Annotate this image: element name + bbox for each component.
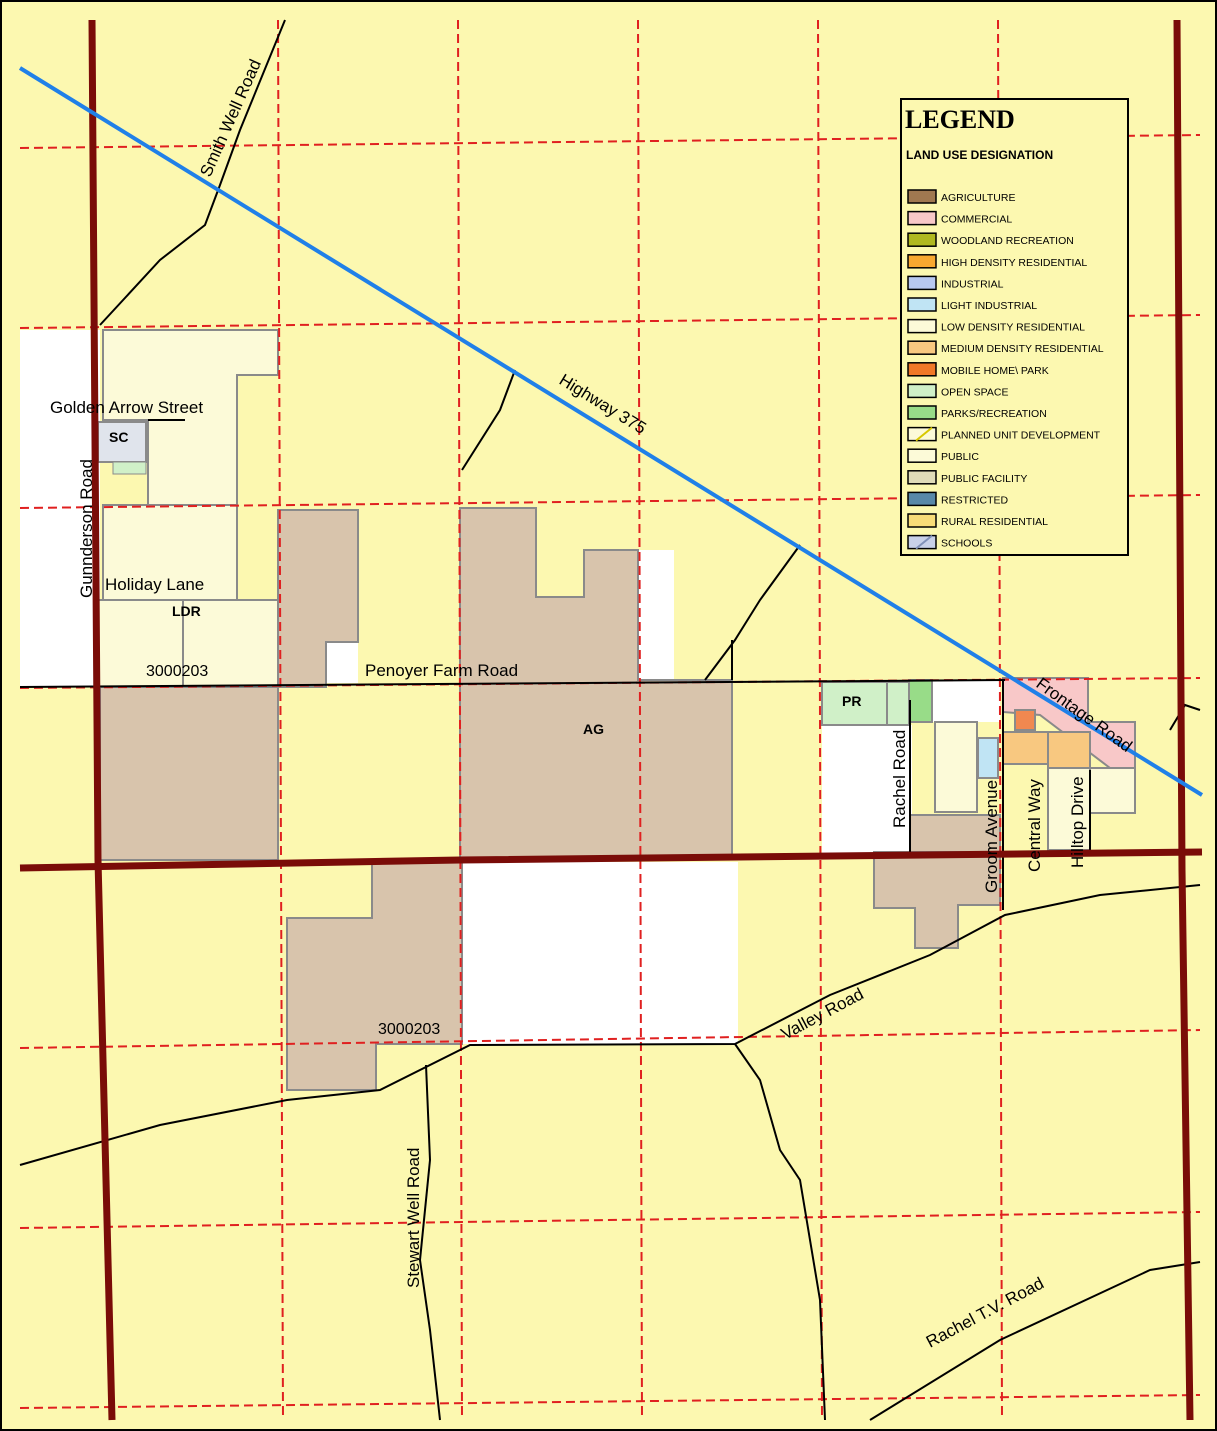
legend-swatch: [907, 513, 937, 528]
legend-swatch: [907, 405, 937, 420]
legend-item-label: PARKS/RECREATION: [941, 408, 1047, 420]
legend-swatch-hatch: [915, 534, 933, 550]
legend-item-label: MEDIUM DENSITY RESIDENTIAL: [941, 343, 1104, 355]
legend-item-label: INDUSTRIAL: [941, 278, 1004, 290]
legend-swatch: [907, 232, 937, 247]
parcel-number-south: 3000203: [378, 1021, 440, 1038]
legend-item-label: COMMERCIAL: [941, 214, 1012, 226]
zone-label-ag: AG: [583, 721, 604, 737]
legend-swatch: [907, 491, 937, 507]
zone-label-sc: SC: [109, 429, 128, 445]
legend-item-label: RURAL RESIDENTIAL: [941, 516, 1048, 528]
legend-swatch: [907, 318, 937, 334]
legend-item: MEDIUM DENSITY RESIDENTIAL: [907, 340, 1104, 355]
golden-arrow-street-label: Golden Arrow Street: [50, 398, 203, 417]
legend-item: AGRICULTURE: [907, 189, 1015, 204]
legend-item: WOODLAND RECREATION: [907, 232, 1074, 247]
legend-item-label: LIGHT INDUSTRIAL: [941, 300, 1037, 312]
rachel-road-label: Rachel Road: [890, 730, 909, 828]
legend-item-label: PUBLIC: [941, 451, 979, 463]
holiday-lane-label: Holiday Lane: [105, 575, 204, 594]
legend-title: LEGEND: [905, 105, 1015, 134]
legend-swatch: [907, 189, 937, 204]
map-legend: LEGEND LAND USE DESIGNATION AGRICULTURE C…: [900, 98, 1129, 556]
parks-parcels: [821, 679, 933, 726]
legend-item: HIGH DENSITY RESIDENTIAL: [907, 254, 1087, 269]
legend-item-label: PUBLIC FACILITY: [941, 473, 1027, 485]
penoyer-farm-road-label: Penoyer Farm Road: [365, 661, 518, 680]
major-roads: [19, 19, 1203, 1421]
hilltop-drive-label: Hilltop Drive: [1068, 776, 1087, 868]
legend-item-label: SCHOOLS: [941, 538, 992, 550]
legend-swatch: [907, 297, 937, 312]
legend-item-label: MOBILE HOME\ PARK: [941, 365, 1049, 377]
legend-item-label: RESTRICTED: [941, 494, 1009, 506]
legend-item: INDUSTRIAL: [907, 275, 1004, 291]
legend-item: PARKS/RECREATION: [907, 405, 1047, 420]
stewart-well-road-label: Stewart Well Road: [404, 1148, 423, 1288]
zone-label-pr: PR: [842, 693, 861, 709]
gunnderson-road-label: Gunnderson Road: [77, 459, 96, 598]
legend-item: LIGHT INDUSTRIAL: [907, 297, 1037, 312]
legend-item-label: PLANNED UNIT DEVELOPMENT: [941, 430, 1101, 442]
legend-swatch: [907, 275, 937, 291]
legend-item: PUBLIC: [907, 448, 979, 463]
zone-label-ldr: LDR: [172, 603, 201, 619]
legend-swatch-hatch: [915, 426, 933, 442]
legend-item: MOBILE HOME\ PARK: [907, 362, 1049, 377]
groom-avenue-label: Groom Avenue: [982, 780, 1001, 893]
legend-item-label: HIGH DENSITY RESIDENTIAL: [941, 257, 1087, 269]
legend-item: SCHOOLS: [907, 534, 992, 550]
school-parcel: [97, 421, 147, 475]
legend-item: LOW DENSITY RESIDENTIAL: [907, 318, 1085, 334]
legend-swatch: [907, 534, 937, 550]
legend-swatch: [907, 448, 937, 463]
legend-item-label: OPEN SPACE: [941, 386, 1009, 398]
legend-item-label: AGRICULTURE: [941, 192, 1015, 204]
legend-swatch: [907, 254, 937, 269]
legend-item: PUBLIC FACILITY: [907, 470, 1027, 485]
commercial-parcels: [977, 677, 1136, 779]
legend-item: PLANNED UNIT DEVELOPMENT: [907, 426, 1101, 442]
legend-item: RURAL RESIDENTIAL: [907, 513, 1048, 528]
legend-swatch: [907, 210, 937, 226]
legend-item: COMMERCIAL: [907, 210, 1012, 226]
central-way-label: Central Way: [1025, 779, 1044, 872]
legend-items: AGRICULTURE COMMERCIAL WOODLAND RECREATION…: [907, 189, 1104, 550]
highway-375-line: [18, 66, 1204, 797]
legend-item: OPEN SPACE: [907, 383, 1009, 399]
white-parcels: [20, 330, 1000, 1044]
legend-item-label: WOODLAND RECREATION: [941, 235, 1074, 247]
legend-box: [900, 98, 1129, 556]
legend-swatch: [907, 426, 937, 442]
legend-item: RESTRICTED: [907, 491, 1009, 507]
legend-swatch: [907, 362, 937, 377]
minor-roads: [19, 19, 1201, 1421]
legend-item-label: LOW DENSITY RESIDENTIAL: [941, 322, 1085, 334]
legend-swatch: [907, 470, 937, 485]
legend-subtitle: LAND USE DESIGNATION: [906, 148, 1053, 162]
parcel-number-north: 3000203: [146, 663, 208, 680]
legend-swatch: [907, 383, 937, 399]
legend-swatch: [907, 340, 937, 355]
